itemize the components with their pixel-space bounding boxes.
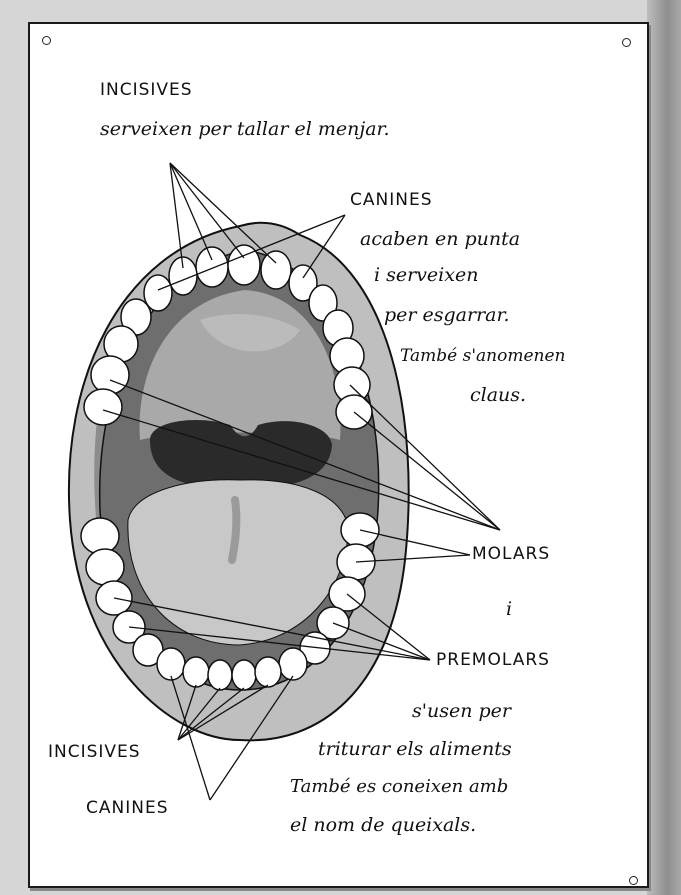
premolars-line-1: s'usen per [412,700,511,722]
tongue-groove [228,496,241,564]
upper-canines-line-2: i serveixen [374,264,479,286]
board-edge [647,0,681,895]
pointer-lines [102,162,501,801]
molars-connector: i [506,598,513,620]
pin-bottom-right [629,876,638,885]
upper-incisors-title: INCISIVES [100,80,193,100]
throat [150,420,332,489]
upper-canines-line-4: També s'anomenen [400,346,566,366]
upper-incisors-desc: serveixen per tallar el menjar. [100,118,390,140]
palate-highlight [200,314,300,352]
upper-teeth [83,244,373,430]
premolars-line-2: triturar els aliments [318,738,512,760]
upper-canines-line-5: claus. [470,384,527,406]
pin-top-right [622,38,631,47]
lower-canines-title: CANINES [86,798,169,818]
premolars-title: PREMOLARS [436,650,550,670]
premolars-line-4: el nom de queixals. [290,814,477,836]
premolars-line-3: També es coneixen amb [290,776,509,797]
upper-canines-line-3: per esgarrar. [384,304,510,326]
pin-top-left [42,36,51,45]
upper-canines-title: CANINES [350,190,433,210]
molars-title: MOLARS [472,544,551,564]
upper-canines-line-1: acaben en punta [360,228,521,250]
lower-incisors-title: INCISIVES [48,742,141,762]
